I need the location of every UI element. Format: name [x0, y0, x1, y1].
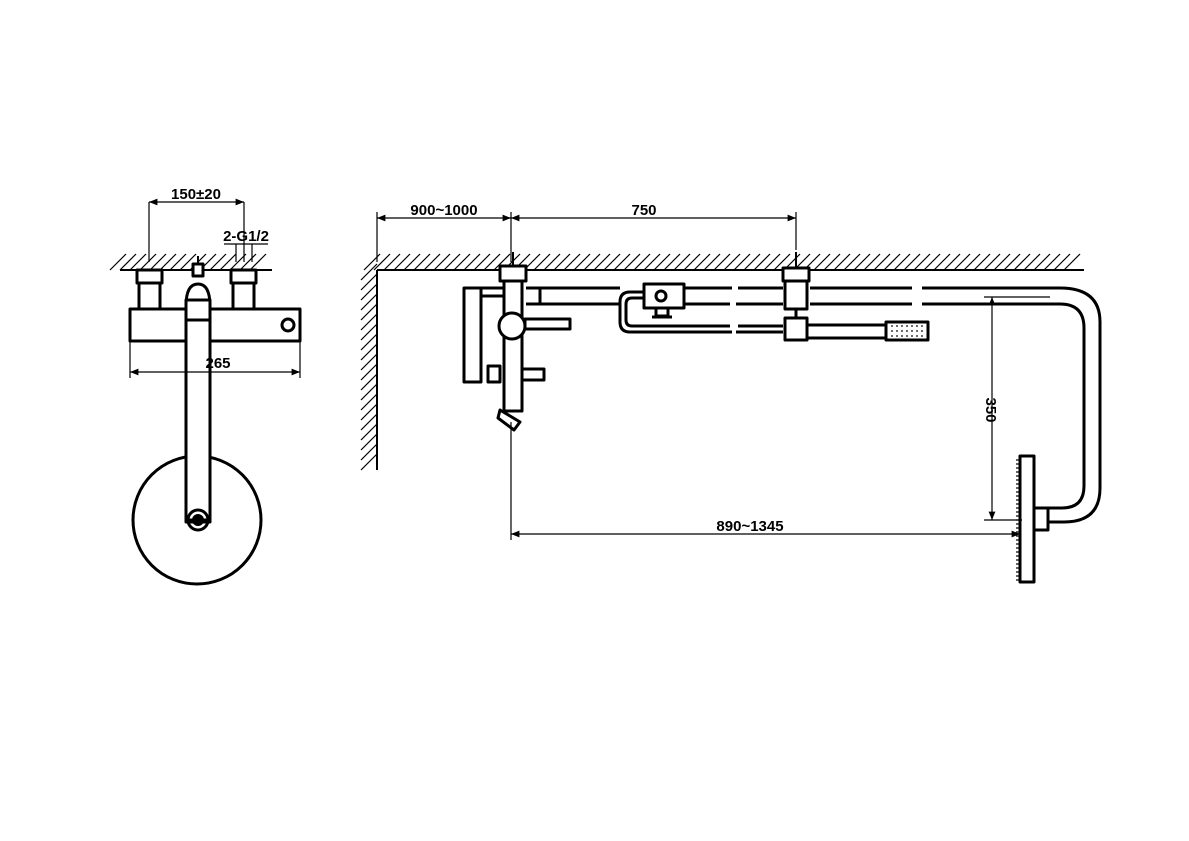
label-spout-reach: 900~1000	[410, 202, 477, 219]
hand-shower-hose	[618, 290, 783, 334]
label-arm-reach: 890~1345	[716, 518, 783, 535]
dim-body-width: 265	[129, 341, 301, 378]
side-wall-hatch	[360, 253, 1084, 471]
front-view: 150±20 2-G1/2 265	[109, 186, 302, 586]
inlet-right	[229, 268, 258, 311]
slider-block	[642, 282, 686, 319]
upper-bracket	[781, 252, 811, 342]
mixer-body	[128, 307, 302, 343]
label-inlet-spacing: 150±20	[171, 186, 221, 203]
label-body-width: 265	[205, 355, 230, 372]
label-bar-spacing: 750	[631, 202, 656, 219]
dim-head-height: 350	[982, 296, 1050, 521]
inlet-left	[135, 268, 164, 311]
label-thread: 2-G1/2	[223, 228, 269, 245]
diverter-knob-icon	[497, 311, 527, 341]
mixer-side	[462, 252, 572, 432]
dim-spout-reach: 900~1000	[376, 202, 512, 262]
control-knob-icon	[280, 317, 296, 333]
label-head-height: 350	[982, 397, 999, 422]
side-view: 900~1000 750 350 890~1345	[360, 202, 1102, 584]
dim-thread: 2-G1/2	[223, 228, 269, 262]
dim-bar-spacing: 750	[511, 202, 797, 250]
hand-shower	[807, 320, 930, 342]
shower-arm	[1046, 286, 1102, 524]
dim-inlet-spacing: 150±20	[148, 186, 245, 262]
front-wall-hatch	[109, 253, 272, 271]
dim-arm-reach: 890~1345	[510, 422, 1020, 540]
overhead-shower-head	[1016, 454, 1050, 584]
